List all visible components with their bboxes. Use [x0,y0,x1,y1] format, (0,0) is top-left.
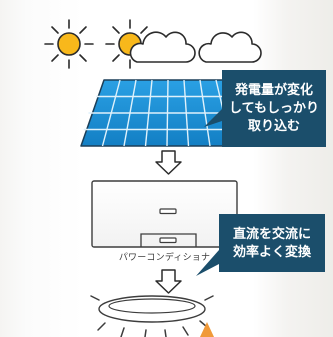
callout-line: してもしっかり [229,101,319,116]
arrow-down-icon [155,269,182,294]
inverter-box [91,180,238,248]
callout-conversion [196,214,325,276]
sun-icon [44,19,94,69]
callout-line: 効率よく変換 [232,245,311,260]
solar-panel [80,79,254,147]
callout-conversion-text: 直流を交流に 効率よく変換 [219,226,325,262]
callout-generation [204,70,326,147]
callout-line: 直流を交流に [232,227,311,242]
cloud-icon [198,31,262,63]
inverter-label: パワーコンディショナ [118,253,211,263]
callout-line: 発電量が変化 [234,83,313,98]
sun-behind-cloud-icon [105,19,196,69]
callout-line: 取り込む [247,119,300,134]
arrow-down-icon [155,150,182,175]
ceiling-light-icon [90,295,214,337]
accent-marker [200,322,214,337]
callout-generation-text: 発電量が変化 してもしっかり 取り込む [222,82,326,136]
